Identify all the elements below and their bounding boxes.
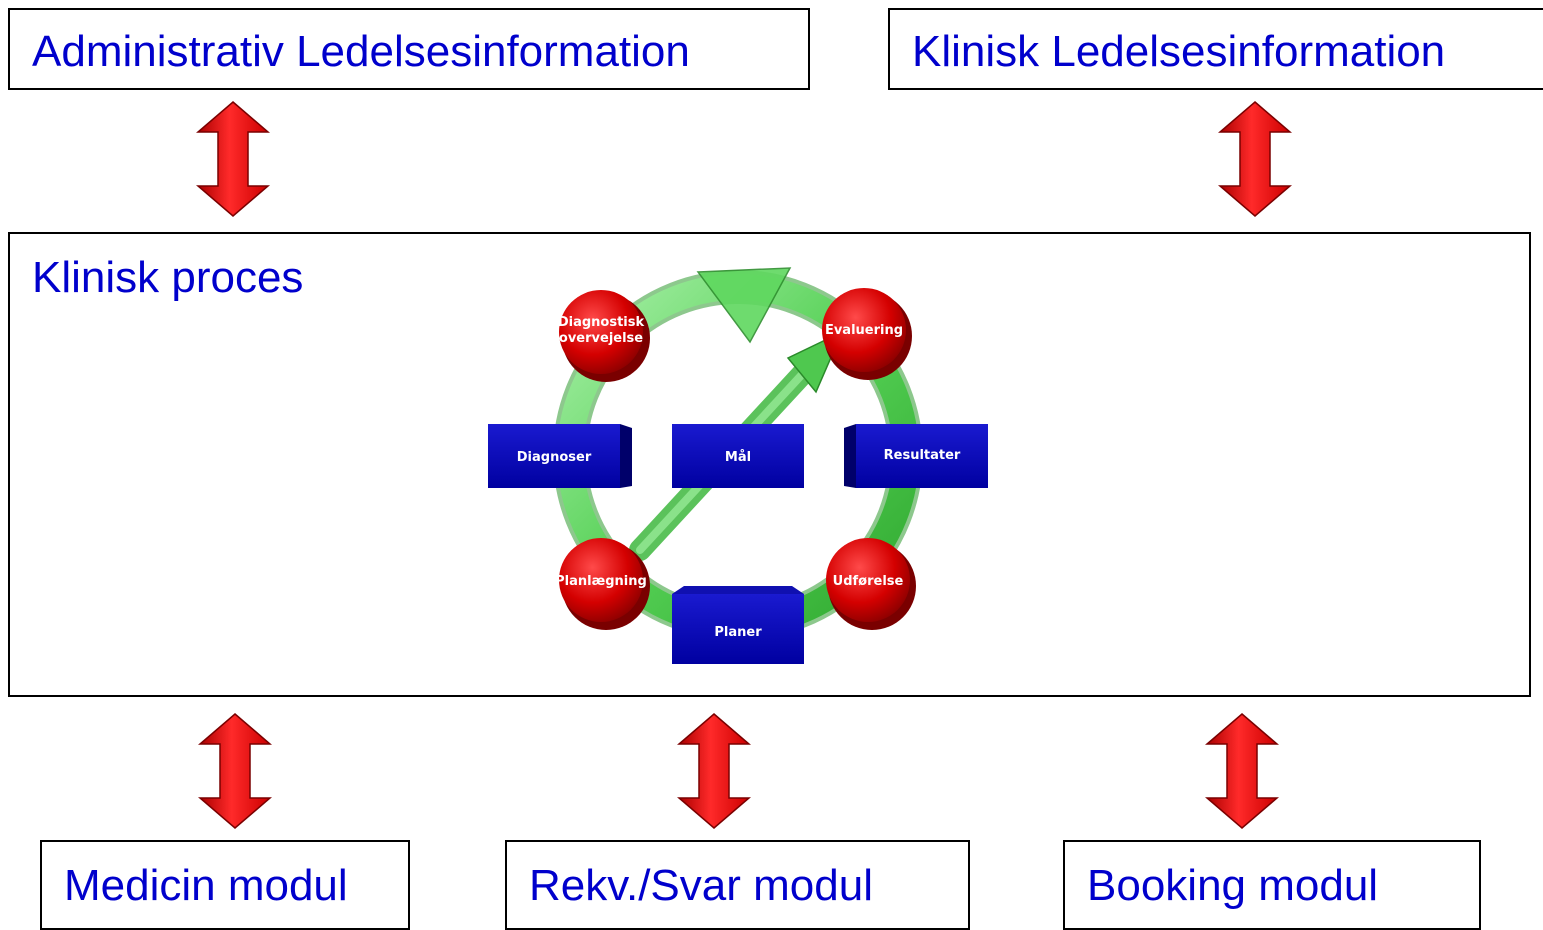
clinical-management-info-box: Klinisk Ledelsesinformation [888,8,1543,90]
node-evaluation-label: Evaluering [825,323,903,338]
block-diagnoses-label: Diagnoser [517,450,592,465]
block-goals-label: Mål [725,450,751,465]
node-diagnostic: Diagnostisk overvejelse [558,290,650,382]
node-evaluation: Evaluering [822,288,912,380]
double-arrow-icon [198,713,272,829]
clinical-process-title: Klinisk proces [32,253,304,302]
admin-management-info-box: Administrativ Ledelsesinformation [8,8,810,90]
block-goals: Mål [672,424,804,488]
node-planning-label: Planlægning [555,574,647,589]
node-planning: Planlægning [555,538,650,630]
cycle-direction-arrowhead [696,267,792,344]
booking-module-box: Booking modul [1063,840,1481,930]
requisition-reply-module-label: Rekv./Svar modul [529,861,873,910]
booking-module-label: Booking modul [1087,861,1379,910]
node-execution: Udførelse [826,538,916,630]
admin-management-info-label: Administrativ Ledelsesinformation [32,27,690,76]
medicine-module-label: Medicin modul [64,861,348,910]
medicine-module-box: Medicin modul [40,840,410,930]
node-diagnostic-label-2: overvejelse [559,331,643,346]
block-diagnoses: Diagnoser [488,424,632,488]
double-arrow-icon [1218,101,1292,217]
requisition-reply-module-box: Rekv./Svar modul [505,840,970,930]
double-arrow-icon [1205,713,1279,829]
block-plans-label: Planer [714,625,762,640]
clinical-management-info-label: Klinisk Ledelsesinformation [912,27,1446,76]
block-results-label: Resultater [884,448,961,463]
double-arrow-icon [677,713,751,829]
node-execution-label: Udførelse [833,574,904,589]
clinical-cycle-diagram: Diagnostisk overvejelse Evaluering Planl… [488,267,988,664]
block-results: Resultater [844,424,988,488]
double-arrow-icon [196,101,270,217]
node-diagnostic-label-1: Diagnostisk [558,315,645,330]
block-plans: Planer [672,586,804,664]
